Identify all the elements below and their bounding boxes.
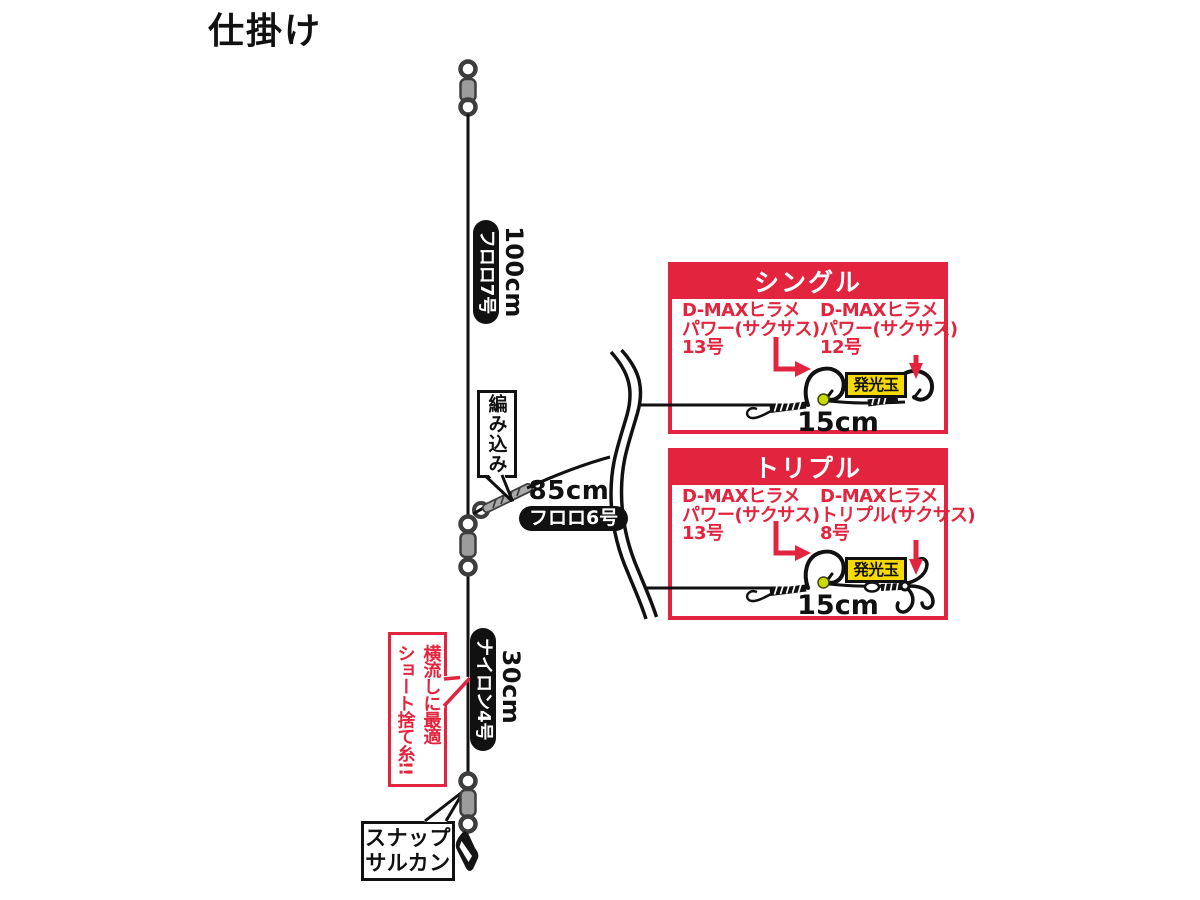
hook-size: 13号 xyxy=(682,337,724,358)
hook-box-triple-title: トリプル xyxy=(672,452,944,485)
segment-length: 30cm xyxy=(497,649,525,725)
hook-size: 13号 xyxy=(682,523,724,544)
braid-callout: 編み込み xyxy=(477,390,517,478)
luminous-bead-badge: 発光玉 xyxy=(845,557,907,583)
hook-name: D-MAXヒラメ xyxy=(682,300,800,321)
line-type-pill: フロロ6号 xyxy=(519,506,629,531)
line-type-pill: フロロ7号 xyxy=(473,219,499,325)
hook-model: パワー(サクサス) xyxy=(682,318,820,340)
hook-name: D-MAXヒラメ xyxy=(820,486,938,507)
warning-line-1: 横流しに最適 xyxy=(420,644,442,745)
segment-length: 85cm xyxy=(528,476,610,506)
hook-name: D-MAXヒラメ xyxy=(820,300,938,321)
snap-callout-tail xyxy=(424,791,464,823)
hook-size: 8号 xyxy=(820,523,850,544)
snap-callout-line-1: スナップ xyxy=(365,826,451,850)
segment-label-bottom: 30cm ナイロン4号 xyxy=(470,628,525,751)
snap-callout-line-2: サルカン xyxy=(365,851,451,875)
segment-length: 100cm xyxy=(500,226,528,318)
warning-callout-tail xyxy=(442,675,472,708)
hook-label-single-right: D-MAXヒラメ パワー(サクサス) 12号 xyxy=(820,300,958,358)
junction-swivel-icon xyxy=(458,501,490,577)
hook-spacing-label: 15cm xyxy=(797,590,879,621)
hook-name: D-MAXヒラメ xyxy=(682,486,800,507)
hook-label-single-left: D-MAXヒラメ パワー(サクサス) 13号 xyxy=(682,300,820,358)
top-swivel-icon xyxy=(458,59,478,117)
warning-callout: 横流しに最適 ショート捨て糸!! xyxy=(388,632,447,787)
hook-model: トリプル(サクサス) xyxy=(820,504,976,526)
hook-spacing-label: 15cm xyxy=(797,407,879,438)
luminous-bead-badge: 発光玉 xyxy=(845,372,907,398)
hook-label-triple-right: D-MAXヒラメ トリプル(サクサス) 8号 xyxy=(820,486,976,544)
snap-swivel-callout: スナップ サルカン xyxy=(361,821,455,881)
hook-model: パワー(サクサス) xyxy=(820,318,958,340)
page-title: 仕掛け xyxy=(208,11,323,52)
hook-size: 12号 xyxy=(820,337,862,358)
hook-model: パワー(サクサス) xyxy=(682,504,820,526)
segment-label-top: 100cm フロロ7号 xyxy=(473,212,528,332)
hook-box-single-title: シングル xyxy=(672,266,944,299)
warning-line-2: ショート捨て糸!! xyxy=(394,644,416,775)
line-type-pill: ナイロン4号 xyxy=(470,628,496,751)
segment-label-branch: 85cm フロロ6号 xyxy=(519,476,629,531)
snap-swivel-icon xyxy=(455,771,479,871)
braid-callout-label: 編み込み xyxy=(485,394,508,474)
hook-label-triple-left: D-MAXヒラメ パワー(サクサス) 13号 xyxy=(682,486,820,544)
